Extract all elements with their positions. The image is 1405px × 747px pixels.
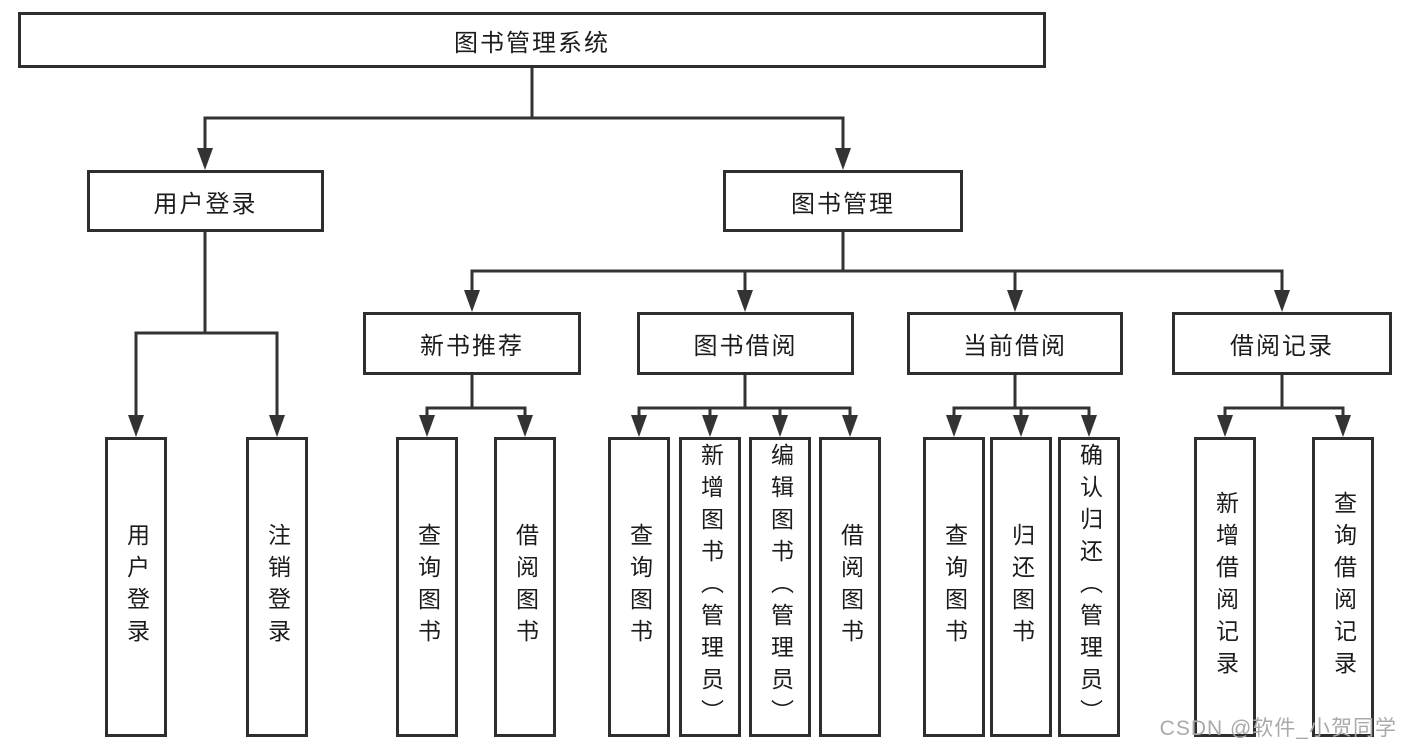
arrowhead-icon bbox=[128, 415, 144, 437]
node-bb-edit-books-admin: 编辑图书（管理员） bbox=[749, 437, 811, 737]
arrowhead-icon bbox=[946, 415, 962, 437]
node-label: 用户登录 bbox=[153, 190, 258, 218]
arrowhead-icon bbox=[702, 415, 718, 437]
node-label: 借阅记录 bbox=[1230, 333, 1334, 360]
node-br-query-record: 查询借阅记录 bbox=[1312, 437, 1374, 737]
node-label: 借阅图书 bbox=[512, 523, 539, 651]
node-label: 图书借阅 bbox=[693, 333, 798, 360]
arrowhead-icon bbox=[269, 415, 285, 437]
node-book-management: 图书管理 bbox=[723, 170, 963, 232]
node-cb-query-books: 查询图书 bbox=[923, 437, 985, 737]
arrowhead-icon bbox=[517, 415, 533, 437]
node-current-borrow: 当前借阅 bbox=[907, 312, 1123, 375]
node-bb-borrow-books: 借阅图书 bbox=[819, 437, 881, 737]
arrowhead-icon bbox=[631, 415, 647, 437]
node-label: 注销登录 bbox=[264, 523, 291, 651]
arrowhead-icon bbox=[1274, 290, 1290, 312]
node-br-add-record: 新增借阅记录 bbox=[1194, 437, 1256, 737]
node-label: 新增图书（管理员） bbox=[697, 443, 724, 731]
node-system-root: 图书管理系统 bbox=[18, 12, 1046, 68]
arrowhead-icon bbox=[1335, 415, 1351, 437]
node-logout-leaf: 注销登录 bbox=[246, 437, 308, 737]
arrowhead-icon bbox=[1007, 290, 1023, 312]
node-bb-query-books: 查询图书 bbox=[608, 437, 670, 737]
node-label: 确认归还（管理员） bbox=[1076, 443, 1103, 731]
node-label: 当前借阅 bbox=[963, 333, 1067, 360]
node-user-login: 用户登录 bbox=[87, 170, 324, 232]
node-label: 查询图书 bbox=[414, 523, 441, 651]
node-label: 新增借阅记录 bbox=[1212, 491, 1239, 683]
node-nbr-query-books: 查询图书 bbox=[396, 437, 458, 737]
node-label: 图书管理 bbox=[791, 190, 895, 218]
node-label: 新书推荐 bbox=[420, 333, 524, 360]
node-label: 归还图书 bbox=[1008, 523, 1035, 651]
arrowhead-icon bbox=[1013, 415, 1029, 437]
node-user-login-leaf: 用户登录 bbox=[105, 437, 167, 737]
arrowhead-icon bbox=[772, 415, 788, 437]
node-label: 图书管理系统 bbox=[454, 29, 610, 57]
node-cb-confirm-return-admin: 确认归还（管理员） bbox=[1058, 437, 1120, 737]
node-book-borrow: 图书借阅 bbox=[637, 312, 854, 375]
node-bb-add-books-admin: 新增图书（管理员） bbox=[679, 437, 741, 737]
node-label: 查询借阅记录 bbox=[1330, 491, 1357, 683]
node-label: 查询图书 bbox=[626, 523, 653, 651]
node-new-book-recommend: 新书推荐 bbox=[363, 312, 581, 375]
node-cb-return-books: 归还图书 bbox=[990, 437, 1052, 737]
arrowhead-icon bbox=[419, 415, 435, 437]
arrowhead-icon bbox=[197, 148, 213, 170]
node-label: 用户登录 bbox=[123, 523, 150, 651]
arrowhead-icon bbox=[464, 290, 480, 312]
node-borrow-records: 借阅记录 bbox=[1172, 312, 1392, 375]
watermark-text: CSDN @软件_小贺同学 bbox=[1159, 717, 1397, 740]
arrowhead-icon bbox=[842, 415, 858, 437]
arrowhead-icon bbox=[835, 148, 851, 170]
node-nbr-borrow-books: 借阅图书 bbox=[494, 437, 556, 737]
arrowhead-icon bbox=[737, 290, 753, 312]
arrowhead-icon bbox=[1217, 415, 1233, 437]
node-label: 编辑图书（管理员） bbox=[767, 443, 794, 731]
node-label: 借阅图书 bbox=[837, 523, 864, 651]
node-label: 查询图书 bbox=[941, 523, 968, 651]
arrowhead-icon bbox=[1081, 415, 1097, 437]
